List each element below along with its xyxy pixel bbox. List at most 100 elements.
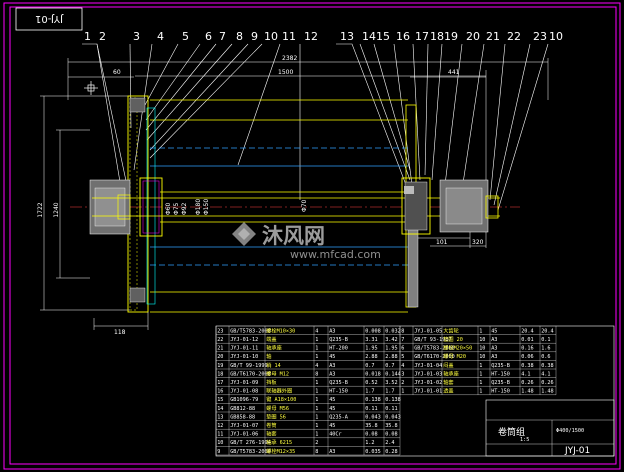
right-row-1-col-3: 10	[479, 337, 485, 343]
right-row-0-col-3: 1	[479, 328, 482, 334]
left-row-3-col-0: 20	[217, 354, 223, 360]
right-row-6-col-0: 2	[401, 380, 404, 386]
right-bearing-housing	[439, 179, 499, 233]
left-row-9-col-3: 1	[315, 406, 318, 412]
left-row-5-col-4: A3	[329, 371, 335, 377]
callout-9: 9	[251, 30, 258, 43]
left-row-8-col-3: 1	[315, 397, 318, 403]
right-row-4-col-1: JYJ-01-04	[414, 363, 442, 369]
callout-labels: 1 2 3 4 5 6 7 8 9 10 11 12 13 14 15 16 1…	[84, 30, 563, 43]
left-row-13-col-3: 2	[315, 440, 318, 446]
title-block-ref: Φ400/1500	[556, 428, 584, 434]
dim-bottom-left: 118	[114, 329, 126, 336]
callout-12: 12	[304, 30, 318, 43]
left-row-13-col-0: 10	[217, 440, 223, 446]
right-row-5-col-1: JYJ-01-03	[414, 371, 442, 377]
left-row-11-col-2: 卷筒	[266, 421, 276, 429]
callout-13: 13	[340, 30, 354, 43]
callout-2: 2	[99, 30, 106, 43]
left-row-4-col-0: 19	[217, 363, 223, 369]
right-row-5-col-5: 4.1	[521, 371, 530, 377]
callout-14: 14	[362, 30, 376, 43]
right-row-2-col-4: A3	[491, 346, 497, 352]
right-row-7-col-4: HT-150	[491, 389, 510, 395]
left-row-2-col-2: 轴承座	[266, 344, 282, 352]
dim-right-b: 320	[472, 239, 484, 246]
left-row-9-col-5: 0.11	[365, 406, 378, 412]
left-row-7-col-5: 1.7	[365, 389, 374, 395]
dim-flange-inner: 1240	[53, 202, 60, 217]
svg-text:Φ92: Φ92	[181, 202, 188, 215]
left-row-12-col-1: JYJ-01-06	[230, 432, 258, 438]
right-row-5-col-6: 4.1	[541, 371, 550, 377]
right-row-3-col-3: 10	[479, 354, 485, 360]
left-row-6-col-1: JYJ-01-09	[230, 380, 258, 386]
callout-15: 15	[376, 30, 390, 43]
left-row-10-col-1: GB858-88	[230, 414, 255, 420]
dim-shaft-dia: Φ70	[301, 199, 308, 212]
left-row-12-col-0: 11	[217, 432, 223, 438]
right-row-5-col-3: 1	[479, 371, 482, 377]
left-row-12-col-4: 40Cr	[329, 432, 342, 438]
sheet-border-outer	[3, 2, 621, 470]
left-row-9-col-1: GB812-88	[230, 406, 255, 412]
watermark-brand: 沐风网	[262, 224, 325, 248]
right-row-0-col-2: 大齿轮	[443, 326, 459, 334]
left-row-14-col-0: 9	[217, 449, 220, 455]
left-row-11-col-1: JYJ-01-07	[230, 423, 258, 429]
left-row-1-col-3: 1	[315, 337, 318, 343]
dim-total-length: 2382	[282, 55, 297, 62]
right-row-6-col-2: 轴套	[443, 378, 454, 386]
right-row-2-col-6: 1.6	[541, 346, 550, 352]
right-row-6-col-5: 0.26	[521, 380, 534, 386]
left-row-1-col-5: 3.31	[365, 337, 378, 343]
left-row-14-col-3: 8	[315, 449, 318, 455]
callout-22: 22	[507, 30, 521, 43]
left-row-11-col-0: 12	[217, 423, 223, 429]
callout-7: 7	[219, 30, 226, 43]
dim-left-offset: 60	[113, 69, 121, 76]
cad-crosshair-cursor	[84, 81, 98, 95]
left-row-14-col-6: 0.28	[385, 449, 398, 455]
dim-flange-outer: 1722	[37, 202, 44, 217]
callout-18: 18	[430, 30, 444, 43]
right-row-4-col-0: 4	[401, 363, 404, 369]
dim-right-a: 101	[436, 239, 448, 246]
drum-hidden-lines	[150, 147, 408, 266]
left-row-0-col-1: GB/T5783-2000	[230, 328, 271, 334]
left-row-4-col-4: A3	[329, 363, 335, 369]
left-row-8-col-1: GB1096-79	[230, 397, 258, 403]
title-block-code: JYJ-01	[564, 446, 590, 456]
left-row-3-col-5: 2.88	[365, 354, 378, 360]
right-row-5-col-2: 轴承座	[443, 369, 459, 377]
left-row-0-col-5: 0.008	[365, 328, 381, 334]
right-row-5-col-4: HT-150	[491, 371, 510, 377]
sheet-border-inner	[9, 6, 617, 465]
left-vertical-dimensions	[40, 95, 130, 311]
svg-text:Φ60: Φ60	[165, 202, 172, 215]
left-row-11-col-5: 35.8	[365, 423, 378, 429]
callout-20: 20	[466, 30, 480, 43]
left-row-0-col-0: 23	[217, 328, 223, 334]
left-row-11-col-4: 45	[329, 423, 335, 429]
left-row-13-col-5: 1.2	[365, 440, 374, 446]
svg-text:Φ75: Φ75	[173, 202, 180, 215]
left-row-2-col-1: JYJ-01-11	[230, 346, 258, 352]
left-row-5-col-0: 18	[217, 371, 223, 377]
left-row-9-col-4: 45	[329, 406, 335, 412]
left-row-13-col-6: 2.4	[385, 440, 394, 446]
right-row-1-col-6: 0.1	[541, 337, 550, 343]
left-bearing-housing	[89, 179, 131, 235]
left-row-1-col-4: Q235-B	[329, 337, 348, 343]
left-row-7-col-1: JYJ-01-08	[230, 389, 258, 395]
svg-text:Φ150: Φ150	[203, 199, 210, 215]
left-row-13-col-2: 轴承 6215	[266, 438, 292, 446]
left-row-1-col-0: 22	[217, 337, 223, 343]
left-row-7-col-3: 1	[315, 389, 318, 395]
left-row-0-col-6: 0.032	[385, 328, 401, 334]
left-row-1-col-6: 3.42	[385, 337, 398, 343]
left-row-14-col-4: A3	[329, 449, 335, 455]
left-row-12-col-6: 0.08	[385, 432, 398, 438]
bottom-left-dimension	[93, 312, 149, 330]
